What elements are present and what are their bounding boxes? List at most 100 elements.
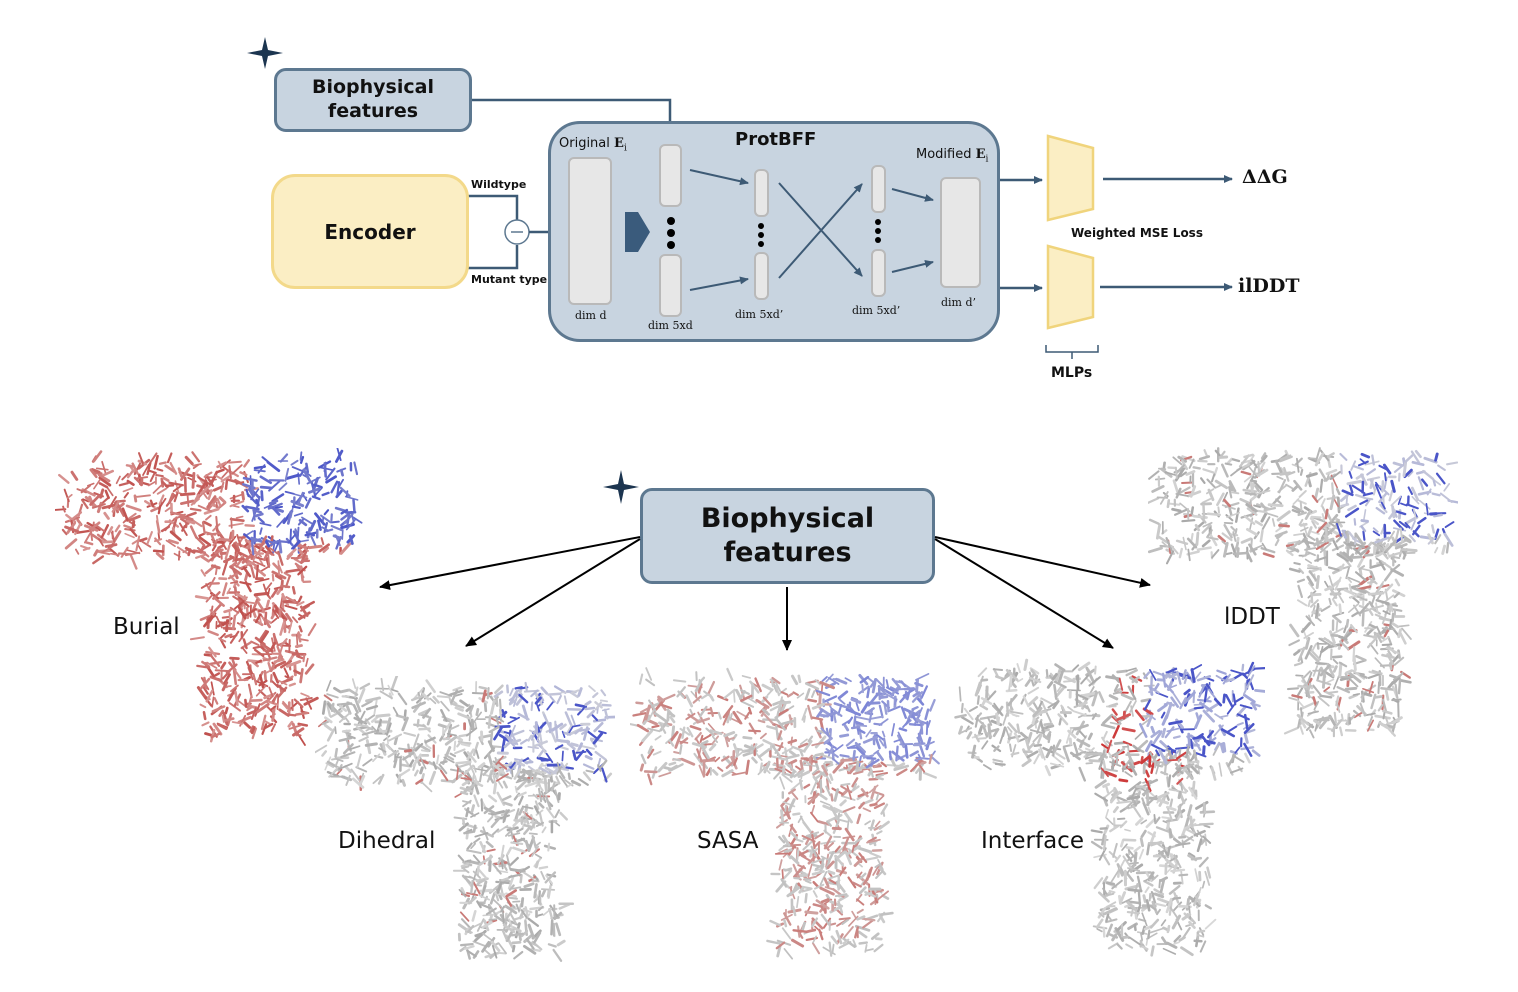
- residue-stick: [828, 941, 833, 957]
- residue-stick: [303, 696, 319, 706]
- residue-stick: [167, 539, 179, 545]
- residue-stick: [498, 951, 507, 955]
- residue-stick: [209, 553, 219, 562]
- residue-stick: [1230, 466, 1243, 477]
- residue-stick: [104, 543, 118, 548]
- residue-stick: [507, 832, 521, 837]
- residue-stick: [1143, 699, 1151, 711]
- residue-stick: [243, 721, 252, 729]
- residue-stick: [241, 646, 248, 654]
- residue-stick: [345, 704, 352, 715]
- residue-stick: [518, 693, 529, 704]
- residue-stick: [1110, 791, 1117, 802]
- residue-stick: [341, 529, 344, 540]
- residue-stick: [256, 702, 270, 714]
- residue-stick: [274, 574, 283, 581]
- residue-stick: [1367, 591, 1385, 596]
- residue-stick: [338, 712, 351, 723]
- residue-stick: [1125, 669, 1138, 677]
- ellipsis-dot: [875, 228, 881, 234]
- residue-stick: [291, 505, 301, 510]
- residue-stick: [873, 790, 885, 796]
- residue-stick: [1338, 661, 1348, 668]
- residue-stick: [1375, 625, 1382, 636]
- residue-stick: [259, 522, 272, 527]
- residue-stick: [1410, 520, 1416, 531]
- residue-stick: [1412, 508, 1417, 520]
- residue-stick: [887, 705, 901, 713]
- residue-stick: [1047, 702, 1057, 709]
- residue-stick: [483, 702, 488, 713]
- residue-stick: [1182, 833, 1195, 842]
- residue-stick: [689, 725, 702, 731]
- residue-stick: [1037, 733, 1043, 745]
- residue-stick: [1351, 669, 1366, 680]
- residue-stick: [223, 608, 233, 614]
- residue-stick: [1017, 678, 1024, 683]
- residue-stick: [1113, 741, 1126, 745]
- residue-stick: [1139, 722, 1148, 738]
- residue-stick: [788, 823, 794, 837]
- residue-stick: [125, 504, 142, 512]
- residue-stick: [1363, 634, 1375, 638]
- residue-stick: [903, 707, 919, 717]
- residue-stick: [550, 722, 564, 732]
- residue-stick: [1133, 845, 1142, 853]
- residue-stick: [494, 715, 505, 723]
- residue-stick: [271, 706, 276, 722]
- residue-stick: [709, 706, 714, 717]
- residue-stick: [1159, 491, 1169, 505]
- residue-stick: [1369, 642, 1379, 655]
- residue-stick: [1176, 751, 1187, 760]
- residue-stick: [326, 728, 336, 742]
- residue-stick: [1121, 843, 1128, 851]
- residue-stick: [1166, 746, 1174, 760]
- residue-stick: [1347, 542, 1356, 547]
- residue-stick: [220, 661, 227, 670]
- residue-stick: [1165, 805, 1177, 812]
- residue-stick: [1296, 699, 1305, 709]
- residue-stick: [418, 755, 427, 770]
- residue-stick: [249, 725, 255, 733]
- residue-stick: [532, 931, 542, 945]
- residue-stick: [815, 899, 830, 910]
- residue-stick: [925, 720, 929, 736]
- residue-stick: [974, 714, 979, 728]
- residue-stick: [1161, 541, 1169, 548]
- residue-stick: [566, 782, 575, 789]
- residue-stick: [533, 805, 540, 814]
- residue-stick: [293, 493, 308, 499]
- residue-stick: [506, 846, 513, 856]
- residue-stick: [538, 721, 547, 730]
- residue-stick: [515, 697, 523, 706]
- residue-stick: [781, 806, 792, 820]
- residue-stick: [277, 564, 283, 574]
- residue-stick: [1434, 546, 1439, 554]
- residue-stick: [1193, 738, 1202, 751]
- residue-stick: [330, 705, 336, 713]
- residue-stick: [200, 484, 211, 495]
- residue-stick: [229, 565, 242, 576]
- residue-stick: [597, 764, 602, 772]
- residue-stick: [466, 748, 475, 761]
- residue-stick: [1166, 727, 1181, 733]
- residue-stick: [1359, 702, 1366, 717]
- residue-stick: [864, 890, 877, 898]
- residue-stick: [1118, 778, 1129, 783]
- residue-stick: [1180, 870, 1184, 885]
- residue-stick: [380, 677, 385, 692]
- residue-stick: [1178, 935, 1186, 942]
- residue-stick: [365, 696, 381, 703]
- star-icon: [247, 37, 283, 69]
- residue-stick: [1153, 682, 1160, 692]
- residue-stick: [250, 640, 260, 646]
- residue-stick: [1223, 523, 1233, 539]
- residue-stick: [1176, 777, 1184, 785]
- residue-stick: [734, 749, 746, 759]
- residue-stick: [1239, 704, 1253, 710]
- residue-stick: [424, 736, 436, 744]
- residue-stick: [1263, 506, 1277, 512]
- residue-stick: [149, 472, 156, 483]
- residue-stick: [1293, 533, 1304, 536]
- residue-stick: [307, 544, 323, 550]
